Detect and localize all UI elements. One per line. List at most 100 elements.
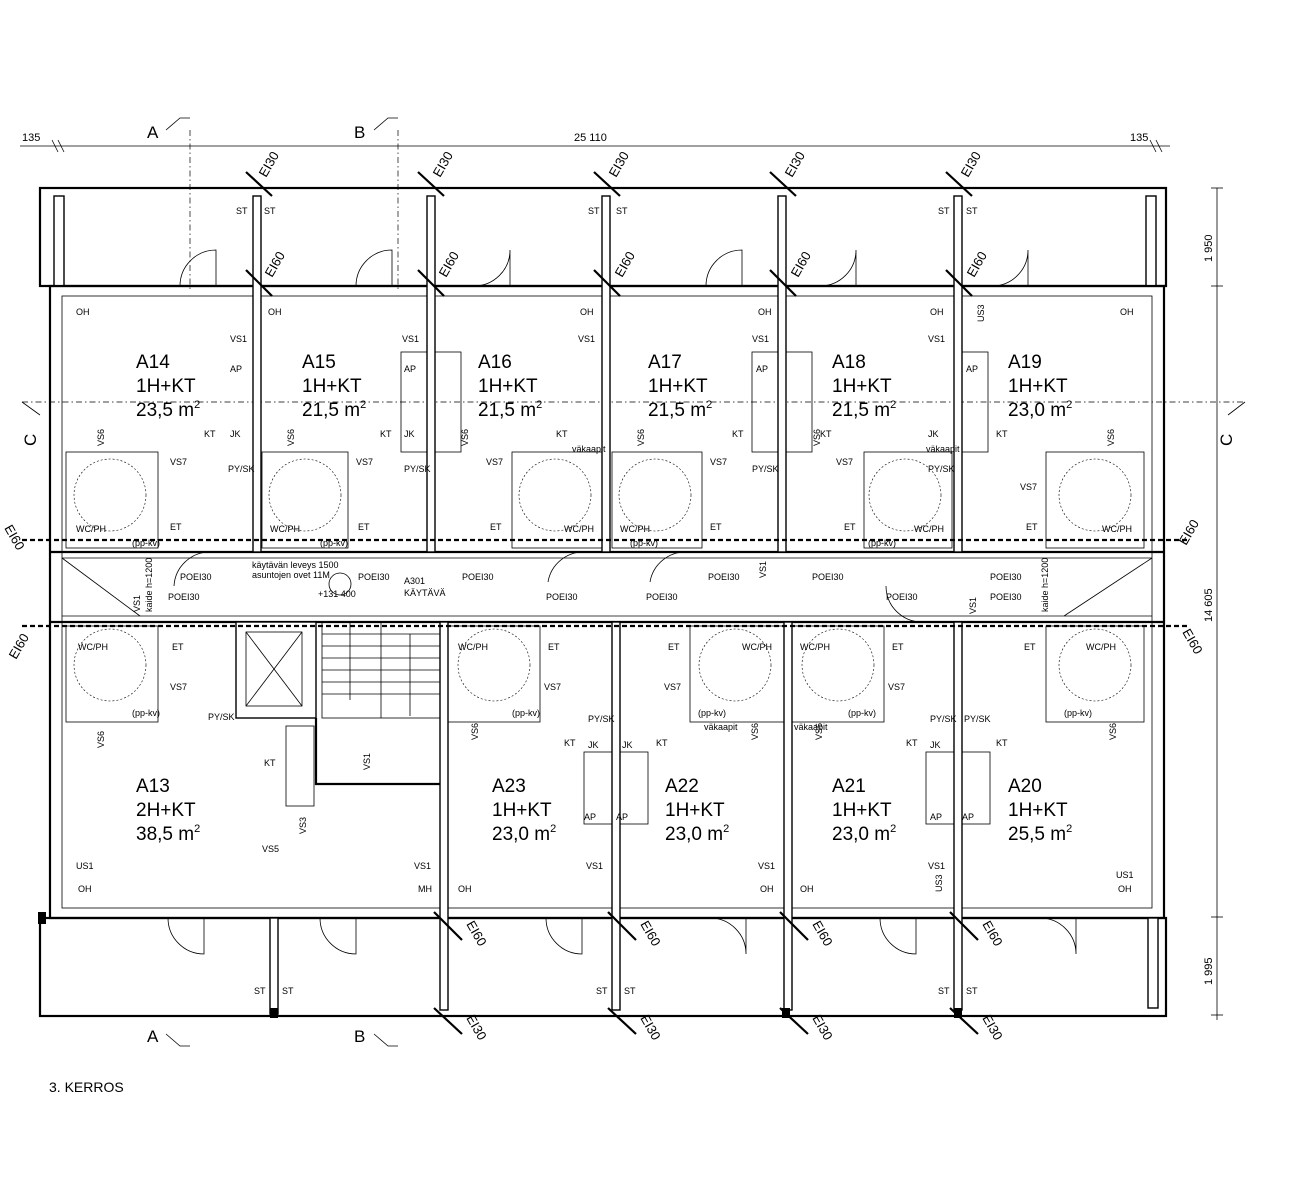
et-label: ET xyxy=(710,522,722,532)
st-label: ST xyxy=(236,206,248,216)
ei60-label: EI60 xyxy=(1176,517,1202,548)
wcph-label: WC/PH xyxy=(742,642,772,652)
kt-label: KT xyxy=(564,738,576,748)
oh-label: OH xyxy=(458,884,472,894)
ap-label: AP xyxy=(962,812,974,822)
svg-text:23,0 m2: 23,0 m2 xyxy=(665,823,729,845)
vakaapit-label: väkaapit xyxy=(572,444,606,454)
svg-text:23,5 m2: 23,5 m2 xyxy=(136,399,200,421)
vakaapit-label: väkaapit xyxy=(794,722,828,732)
apartment-a22: A22 1H+KT 23,0 m2 xyxy=(665,776,729,845)
kt-label: KT xyxy=(264,758,276,768)
svg-text:A17: A17 xyxy=(648,352,682,373)
vs1-label: VS1 xyxy=(132,595,142,612)
apartment-a13: A13 2H+KT 38,5 m2 xyxy=(136,776,200,845)
lower-bathrooms xyxy=(65,625,1145,723)
pysk-label: PY/SK xyxy=(928,464,955,474)
ap-label: AP xyxy=(966,364,978,374)
jk-label: JK xyxy=(928,429,939,439)
pysk-label: PY/SK xyxy=(228,464,255,474)
apartment-a19: A19 1H+KT 23,0 m2 xyxy=(1008,352,1072,421)
kitchenette-strips xyxy=(285,351,991,825)
jk-label: JK xyxy=(622,740,633,750)
wcph-label: WC/PH xyxy=(76,524,106,534)
ap-label: AP xyxy=(404,364,416,374)
vs7-label: VS7 xyxy=(170,457,187,467)
vs3-label: VS3 xyxy=(298,817,308,834)
wcph-label: WC/PH xyxy=(458,642,488,652)
svg-text:21,5 m2: 21,5 m2 xyxy=(648,399,712,421)
pysk-label: PY/SK xyxy=(964,714,991,724)
ei60-label: EI60 xyxy=(1,522,27,553)
door-labels: POEI30 POEI30 POEI30 POEI30 POEI30 POEI3… xyxy=(168,572,1022,602)
st-label: ST xyxy=(616,206,628,216)
et-label: ET xyxy=(358,522,370,532)
vs1-label: VS1 xyxy=(928,861,945,871)
upper-party-walls xyxy=(252,195,963,553)
oh-label: OH xyxy=(1118,884,1132,894)
svg-text:1H+KT: 1H+KT xyxy=(136,376,196,397)
ppkv-label: (pp-kv) xyxy=(132,708,160,718)
section-c-right: C xyxy=(1217,434,1236,446)
wcph-label: WC/PH xyxy=(564,524,594,534)
wcph-label: WC/PH xyxy=(800,642,830,652)
wcph-label: WC/PH xyxy=(270,524,300,534)
jk-label: JK xyxy=(588,740,599,750)
dim-top-balcony: 1 950 xyxy=(1203,234,1215,262)
poei30-label: POEI30 xyxy=(180,572,212,582)
wcph-label: WC/PH xyxy=(620,524,650,534)
oh-label: OH xyxy=(800,884,814,894)
vs7-label: VS7 xyxy=(486,457,503,467)
vs7-label: VS7 xyxy=(544,682,561,692)
kaide-right-note: kaide h=1200 xyxy=(1040,558,1050,612)
ap-label: AP xyxy=(230,364,242,374)
kt-label: KT xyxy=(996,738,1008,748)
svg-text:1H+KT: 1H+KT xyxy=(665,800,725,821)
vs5-label: VS5 xyxy=(262,844,279,854)
wcph-label: WC/PH xyxy=(1102,524,1132,534)
ei60-label: EI60 xyxy=(6,631,32,662)
wcph-label: WC/PH xyxy=(78,642,108,652)
vs6-label: VS6 xyxy=(470,723,480,740)
right-dimension-line: 1 950 14 605 1 995 xyxy=(1203,187,1223,1020)
kt-label: KT xyxy=(820,429,832,439)
ei60-label: EI60 xyxy=(964,249,990,280)
kt-label: KT xyxy=(732,429,744,439)
ei30-label: EI30 xyxy=(256,149,282,180)
svg-text:2H+KT: 2H+KT xyxy=(136,800,196,821)
et-label: ET xyxy=(1026,522,1038,532)
ppkv-label: (pp-kv) xyxy=(132,538,160,548)
vs1-label: VS1 xyxy=(362,753,372,770)
oh-label: OH xyxy=(268,307,282,317)
ei60-label: EI60 xyxy=(463,918,489,949)
svg-text:23,0 m2: 23,0 m2 xyxy=(492,823,556,845)
oh-label: OH xyxy=(760,884,774,894)
poei30-label: POEI30 xyxy=(990,592,1022,602)
us1-label: US1 xyxy=(76,861,94,871)
vs6-label: VS6 xyxy=(1108,723,1118,740)
pysk-label: PY/SK xyxy=(588,714,615,724)
vs1-label: VS1 xyxy=(968,597,978,614)
et-label: ET xyxy=(548,642,560,652)
svg-text:A22: A22 xyxy=(665,776,699,797)
svg-text:1H+KT: 1H+KT xyxy=(832,376,892,397)
svg-text:A13: A13 xyxy=(136,776,170,797)
oh-label: OH xyxy=(78,884,92,894)
mh-label: MH xyxy=(418,884,432,894)
corridor-width-note: käytävän leveys 1500 xyxy=(252,560,339,570)
ap-label: AP xyxy=(756,364,768,374)
vs1-label: VS1 xyxy=(578,334,595,344)
section-c-left: C xyxy=(21,434,40,446)
apartment-a21: A21 1H+KT 23,0 m2 xyxy=(832,776,896,845)
dim-left-edge: 135 xyxy=(22,132,40,144)
door-swings xyxy=(167,249,1077,955)
apartment-a17: A17 1H+KT 21,5 m2 xyxy=(648,352,712,421)
et-label: ET xyxy=(892,642,904,652)
ppkv-label: (pp-kv) xyxy=(512,708,540,718)
fire-separation-lines xyxy=(22,171,1190,1035)
ei30-label: EI30 xyxy=(606,149,632,180)
vs6-label: VS6 xyxy=(1106,429,1116,446)
vs7-label: VS7 xyxy=(170,682,187,692)
st-label: ST xyxy=(282,986,294,996)
dim-building-depth: 14 605 xyxy=(1203,588,1215,622)
